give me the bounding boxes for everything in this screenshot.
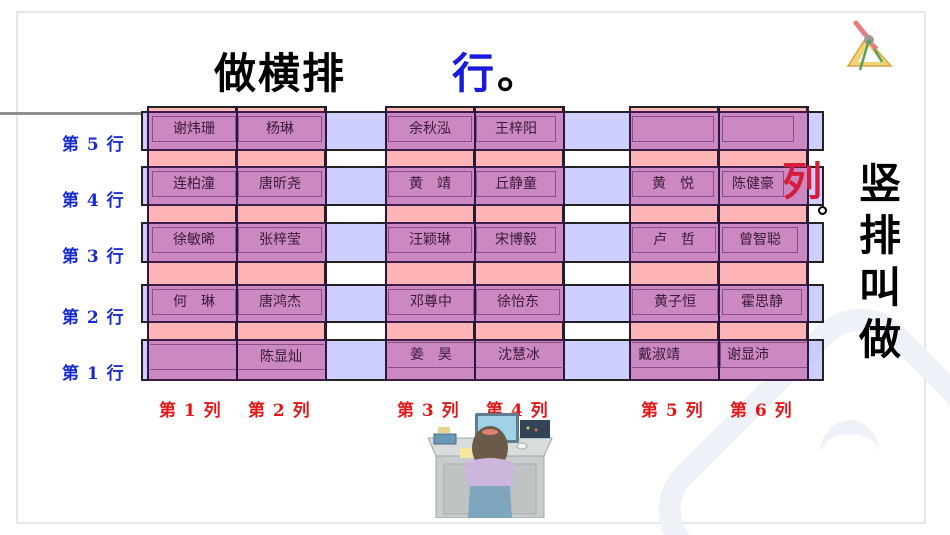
- col-divider-4: [385, 106, 387, 381]
- row-label-1: 第 1 行: [62, 364, 125, 384]
- sprout-leaf-icon: [820, 420, 880, 490]
- seat-r5-c1[interactable]: 谢炜珊: [152, 116, 236, 142]
- seat-r4-c6[interactable]: 陈健豪: [722, 171, 784, 197]
- vertical-title-char-3: 叫: [858, 263, 901, 312]
- vertical-title-period: [818, 206, 827, 215]
- seat-r3-c2[interactable]: 张梓莹: [238, 227, 322, 253]
- seat-r2-c1[interactable]: 何 琳: [152, 289, 236, 315]
- seat-r5-c5[interactable]: [632, 116, 714, 142]
- col-label-1: 第 1 列: [159, 401, 222, 421]
- title-highlight-row: 行: [452, 49, 495, 98]
- vertical-title-char-2: 排: [858, 211, 901, 260]
- row-label-2: 第 2 行: [62, 308, 125, 328]
- col-divider-6: [563, 106, 565, 381]
- seat-r2-c5[interactable]: 黄子恒: [632, 289, 718, 315]
- col-label-3: 第 3 列: [397, 401, 460, 421]
- seat-r5-c3[interactable]: 余秋泓: [388, 116, 472, 142]
- seat-r5-c2[interactable]: 杨琳: [238, 116, 322, 142]
- vertical-title-char-1: 竖: [858, 159, 901, 208]
- col-divider-2: [236, 106, 238, 381]
- seat-r5-c6[interactable]: [722, 116, 794, 142]
- col-divider-5: [474, 106, 476, 381]
- seat-r1-c3[interactable]: 姜 昊: [388, 342, 474, 368]
- col-label-2: 第 2 列: [248, 401, 311, 421]
- vertical-title-char-4: 做: [858, 315, 901, 364]
- col-divider-3: [325, 106, 327, 381]
- seat-r4-c1[interactable]: 连柏潼: [152, 171, 236, 197]
- seat-r2-c6[interactable]: 霍思静: [722, 289, 802, 315]
- seat-r3-c1[interactable]: 徐敏晞: [152, 227, 236, 253]
- title-text: 做横排: [214, 49, 347, 98]
- col-divider-7: [629, 106, 631, 381]
- seat-r1-c4[interactable]: 沈慧冰: [476, 342, 562, 368]
- seat-r3-c5[interactable]: 卢 哲: [632, 227, 716, 253]
- seat-r5-c4[interactable]: 王梓阳: [476, 116, 556, 142]
- seat-r2-c4[interactable]: 徐怡东: [476, 289, 560, 315]
- compass-ruler-icon: [846, 20, 893, 71]
- col-divider-8: [718, 106, 720, 381]
- row-label-5: 第 5 行: [62, 135, 125, 155]
- seat-r4-c2[interactable]: 唐昕尧: [238, 171, 322, 197]
- col-divider-1: [147, 106, 149, 381]
- row-label-3: 第 3 行: [62, 247, 125, 267]
- seat-r4-c4[interactable]: 丘静童: [476, 171, 556, 197]
- divider-line: [0, 112, 142, 115]
- seat-r4-c3[interactable]: 黄 靖: [388, 171, 472, 197]
- title-period: 。: [497, 49, 540, 98]
- seat-r2-c2[interactable]: 唐鸿杰: [238, 289, 322, 315]
- seat-r1-c2[interactable]: 陈显灿: [238, 344, 324, 370]
- col-label-5: 第 5 列: [641, 401, 704, 421]
- seat-r1-c6[interactable]: 谢显沛: [720, 342, 808, 368]
- seat-r4-c5[interactable]: 黄 悦: [632, 171, 714, 197]
- girl-at-desk-illustration: [427, 413, 553, 518]
- seat-r2-c3[interactable]: 邓尊中: [388, 289, 474, 315]
- seat-r1-c5[interactable]: 戴淑靖: [632, 342, 718, 368]
- col-divider-9: [807, 106, 809, 381]
- seat-r1-c1[interactable]: [150, 344, 236, 370]
- col-label-6: 第 6 列: [730, 401, 793, 421]
- vertical-title-highlight-column: 列: [782, 158, 822, 205]
- seat-r3-c3[interactable]: 汪颖琳: [388, 227, 472, 253]
- seat-r3-c6[interactable]: 曾智聪: [722, 227, 798, 253]
- seat-r3-c4[interactable]: 宋博毅: [476, 227, 556, 253]
- row-label-4: 第 4 行: [62, 191, 125, 211]
- vertical-title: 竖 排 叫 做: [855, 158, 905, 366]
